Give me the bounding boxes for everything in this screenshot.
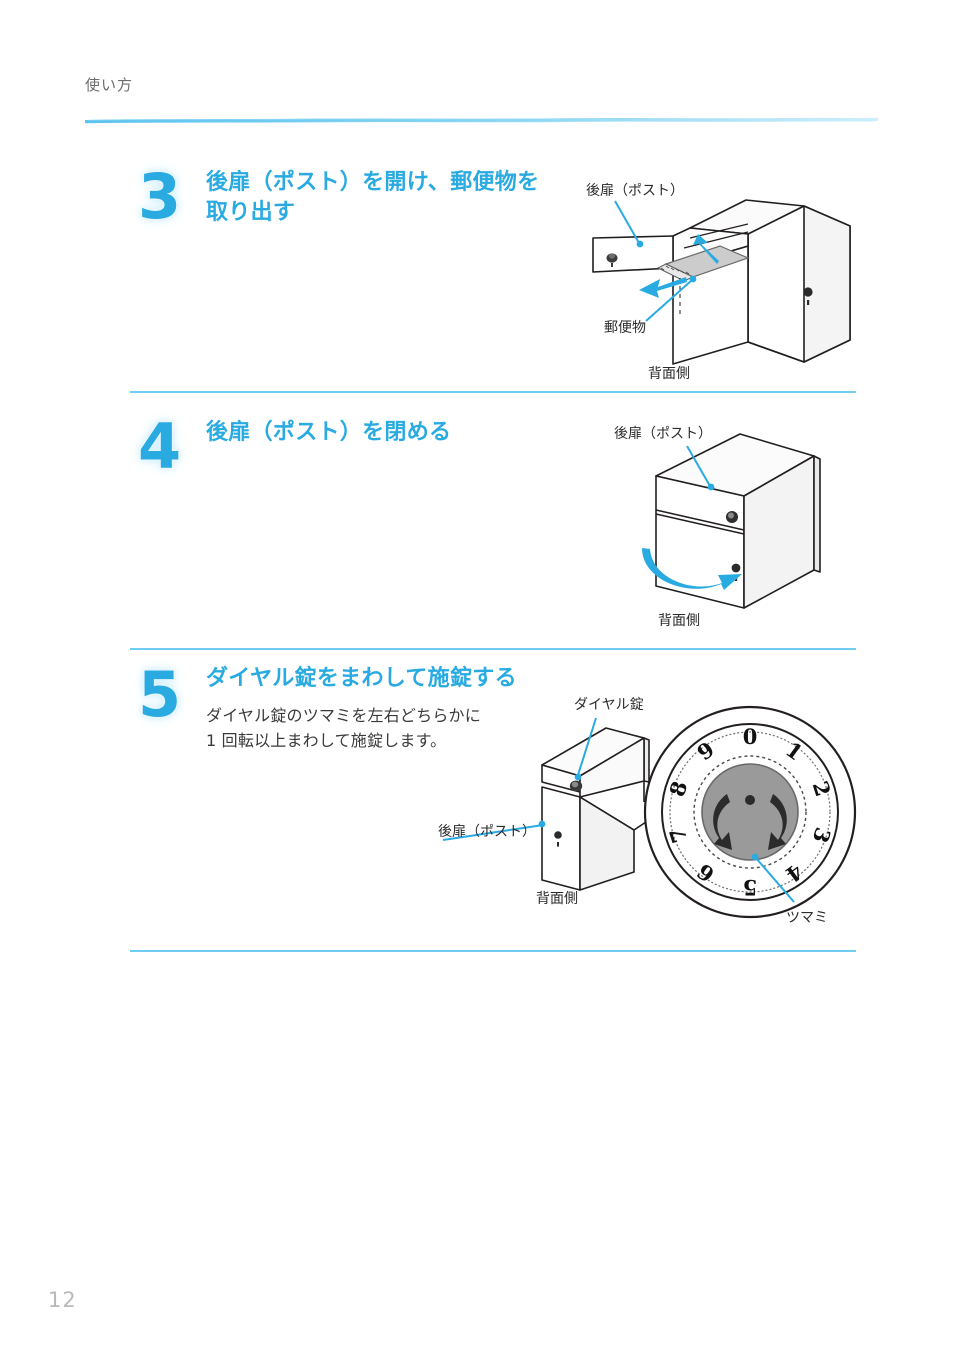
motion-arrow-out [639, 277, 687, 298]
step-5-label-dial: ダイヤル錠 [574, 697, 644, 713]
step-4-label-rear: 背面側 [658, 613, 700, 629]
step-3-label-mail: 郵便物 [604, 320, 646, 336]
step-5: 5 ダイヤル錠をまわして施錠する ダイヤル錠のツマミを左右どちらかに 1 回転以… [130, 658, 856, 938]
step-3-number: 3 [137, 160, 182, 233]
step-3: 3 後扉（ポスト）を開け、郵便物を 取り出す [130, 160, 856, 370]
dial-lock-small [606, 253, 618, 267]
header-title: 使い方 [85, 76, 134, 94]
step-5-heading: ダイヤル錠をまわして施錠する [206, 666, 517, 691]
step-3-figure: 後扉（ポスト） 郵便物 背面側 [560, 176, 860, 386]
header-brush-rule [85, 117, 878, 124]
page-number: 12 [48, 1288, 77, 1312]
step-3-label-rear: 背面側 [648, 366, 690, 382]
divider-after-step-5 [130, 950, 856, 952]
step-3-heading: 後扉（ポスト）を開け、郵便物を 取り出す [206, 170, 540, 226]
step-4-heading: 後扉（ポスト）を閉める [206, 420, 452, 445]
step-5-body: ダイヤル錠のツマミを左右どちらかに 1 回転以上まわして施錠します。 [206, 706, 481, 750]
motion-arrow-up [693, 234, 719, 264]
divider-after-step-4 [130, 648, 856, 650]
dial-digit-5: 5 [743, 875, 758, 900]
divider-after-step-3 [130, 391, 856, 393]
dial-closeup: 0 1 2 3 4 5 6 7 8 9 [643, 705, 857, 919]
step-5-figure: 0 1 2 3 4 5 6 7 8 9 ダイヤル錠 後扉（ポスト） [438, 690, 878, 940]
dial-digit-0: 0 [743, 724, 758, 749]
step-4-number: 4 [137, 410, 182, 483]
step-5-label-rear: 背面側 [536, 891, 578, 907]
step-4: 4 後扉（ポスト）を閉める [130, 412, 856, 627]
step-5-label-knob: ツマミ [786, 910, 828, 926]
step-3-label-door: 後扉（ポスト） [586, 183, 684, 199]
dial-lock-upper [726, 511, 738, 523]
body-lock-icon [803, 287, 813, 305]
step-4-label-door: 後扉（ポスト） [614, 426, 712, 442]
page-header: 使い方 [85, 76, 878, 124]
step-5-number: 5 [137, 658, 182, 731]
step-5-label-door: 後扉（ポスト） [438, 824, 536, 840]
dial-lock-on-cabinet [569, 780, 583, 792]
cabinet-lock-lower [554, 831, 562, 847]
step-4-figure: 後扉（ポスト） 背面側 [592, 418, 854, 633]
closing-arrow [642, 548, 742, 590]
